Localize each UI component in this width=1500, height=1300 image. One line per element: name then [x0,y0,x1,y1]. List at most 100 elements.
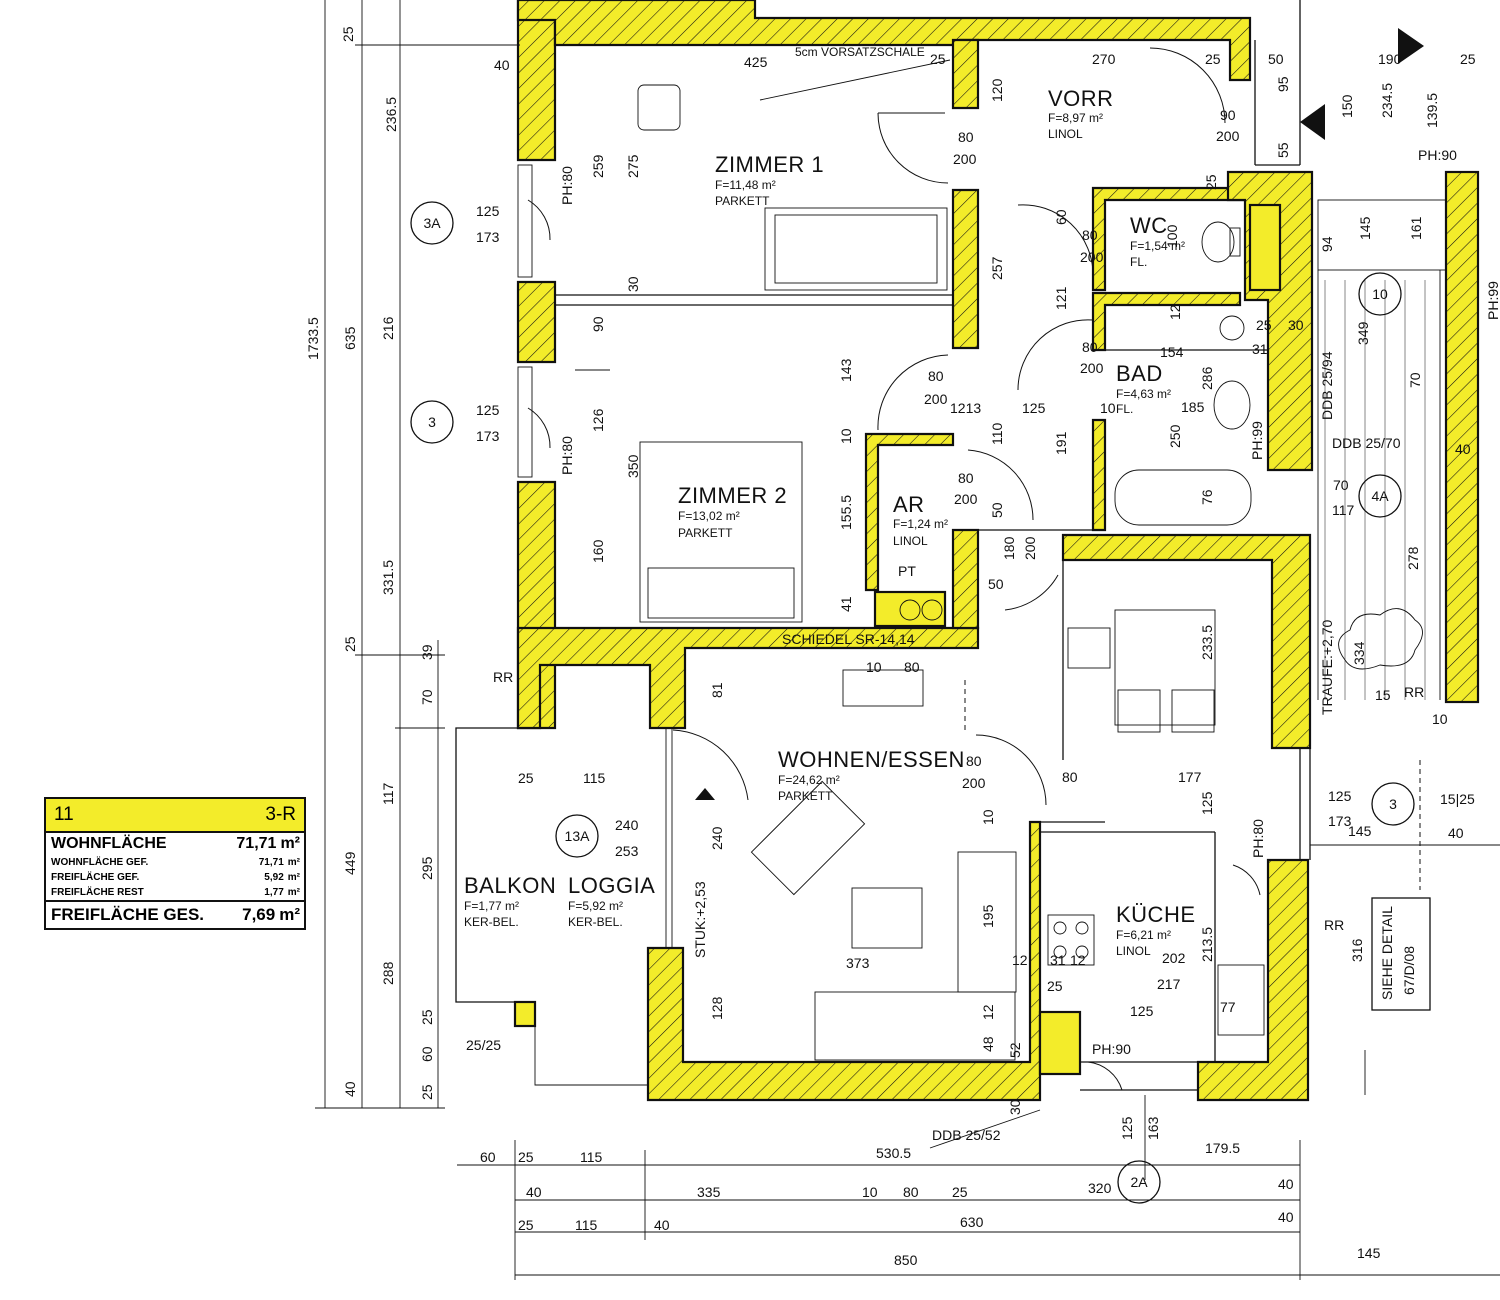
dim-bad-25b: 25 [1203,174,1219,190]
dim-we-373: 373 [846,955,870,971]
room-balkon-area: F=1,77 m² [464,899,519,913]
room-bad-area: F=4,63 m² [1116,387,1171,401]
dim-k-2135: 213.5 [1199,927,1215,962]
room-kueche-name: KÜCHE [1116,902,1196,927]
dim-b-630: 630 [960,1214,984,1230]
walls [513,0,1314,1102]
notes: 5cm VORSATZSCHALE SCHIEDEL SR-14,14 PT S… [466,45,1500,1143]
summary-unit: m² [287,857,300,868]
dim-door-200-e: 200 [1080,360,1104,376]
dim-r-2345: 234.5 [1379,83,1395,118]
dim-r-150: 150 [1339,94,1355,118]
axis-4A: 4A [1371,488,1389,504]
dim-h125: 125 [1022,400,1046,416]
dim-v-60: 60 [419,1046,435,1062]
dim-bad-25: 25 [1256,317,1272,333]
dim-we-2335: 233.5 [1199,625,1215,660]
terrace-hatch [1324,280,1426,700]
dim-bad-250: 250 [1167,424,1183,448]
dim-k-30: 30 [1007,1099,1023,1115]
dim-rr-145: 145 [1348,823,1372,839]
dim-k-12: 12 [1012,952,1028,968]
section-marker-a [1398,28,1424,64]
room-balkon-name: BALKON [464,873,556,898]
dim-r-161: 161 [1408,216,1424,240]
dim-door-200-c: 200 [954,491,978,507]
axis-3-left: 3 [428,414,436,430]
dim-r-40: 40 [1455,441,1471,457]
room-zimmer2-area: F=13,02 m² [678,509,740,523]
dim-z2-160: 160 [590,539,606,563]
dim-b-25b: 25 [952,1184,968,1200]
note-stuk: STUK:+2,53 [692,881,708,958]
dim-k-48: 48 [980,1036,996,1052]
section-marker-b [1300,104,1325,140]
room-kueche-floor: LINOL [1116,944,1151,958]
dim-b-115b: 115 [575,1217,598,1233]
note-traufe: TRAUFE:+2,70 [1319,619,1335,715]
dim-z2-41: 41 [838,596,854,612]
dim-b-25: 25 [518,1149,534,1165]
dim-r-70b: 70 [1333,477,1349,493]
note-rr-c: RR [1324,917,1344,933]
dim-we-125: 125 [1199,791,1215,815]
dim-k-12b: 12 [1070,952,1086,968]
dim-door-200-f: 200 [962,775,986,791]
dim-r-334: 334 [1351,641,1367,665]
dim-r-94: 94 [1319,236,1335,252]
summary-value: 71,71 [258,857,284,868]
dim-v-39: 39 [419,644,435,660]
room-bad-floor: FL. [1116,402,1133,416]
dim-we-80b: 80 [1062,769,1078,785]
axis-2A: 2A [1130,1174,1148,1190]
dim-r-117: 117 [1332,502,1355,518]
dim-r-278: 278 [1405,546,1421,570]
note-siehe-detail: SIEHE DETAIL [1379,906,1395,1000]
axis-markers: 3A 3 13A 4A 3 10 2A [410,201,1415,1204]
room-loggia-name: LOGGIA [568,873,655,898]
dim-z1-259: 259 [590,154,606,178]
summary-value: 5,92 [264,872,284,883]
summary-total-unit: m² [279,905,300,924]
dim-wc-90: 90 [1220,107,1236,123]
room-kueche-area: F=6,21 m² [1116,928,1171,942]
dim-door-200-a: 200 [953,151,977,167]
room-wc-area: F=1,54 m² [1130,239,1185,253]
dim-we-128: 128 [709,996,725,1020]
dim-z1-30: 30 [625,276,641,292]
wall-bottom [646,820,1042,1102]
arrow-up [695,788,715,800]
dim-door-80-a: 80 [958,129,974,145]
dim-v-3315: 331.5 [380,560,396,595]
dim-425: 425 [744,54,768,70]
note-detail-ref: 67/D/08 [1401,946,1417,995]
room-zimmer1-area: F=11,48 m² [715,178,776,192]
dim-b-1795: 179.5 [1205,1140,1240,1156]
dim-173-a: 173 [476,229,500,245]
dim-z2-10: 10 [838,428,854,444]
dim-bot-125: 125 [1119,1116,1135,1140]
dim-v-295: 295 [419,856,435,880]
dim-door-80-b: 80 [928,368,944,384]
note-ph90-a: PH:90 [1418,147,1457,163]
dim-v-117: 117 [380,782,396,805]
dim-173-b: 173 [476,428,500,444]
dim-v-216: 216 [380,316,396,340]
dim-b-320: 320 [1088,1180,1112,1196]
dim-door-80-c: 80 [958,470,974,486]
dim-bad-31: 31 [1252,341,1268,357]
dim-k-200: 200 [1022,536,1038,560]
room-zimmer2-floor: PARKETT [678,526,733,540]
dim-z2-143: 143 [838,358,854,382]
dim-v-25-top: 25 [340,26,356,42]
room-wohnen-area: F=24,62 m² [778,773,840,787]
dim-door-80-d: 80 [1082,227,1098,243]
dim-z2-350: 350 [625,454,641,478]
room-vorr-floor: LINOL [1048,127,1083,141]
dim-rr-1525: 15|25 [1440,791,1475,807]
dim-v191: 191 [1053,431,1069,455]
dim-b-40b: 40 [1278,1176,1294,1192]
room-vorr-area: F=8,97 m² [1048,111,1103,125]
room-zimmer1-floor: PARKETT [715,194,770,208]
